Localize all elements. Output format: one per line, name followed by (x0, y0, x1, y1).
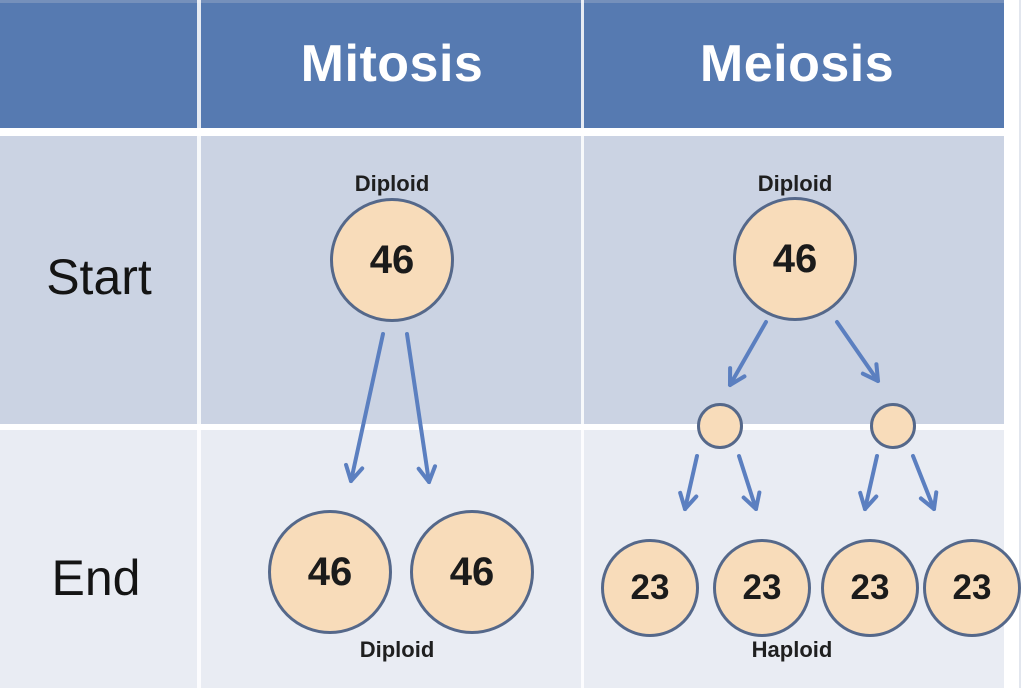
top-edge-line (0, 0, 1004, 3)
column-header-mitosis: Mitosis (300, 35, 484, 93)
mitosis-end-cell-2-count: 46 (449, 549, 495, 594)
meiosis-end-cell-2-count: 23 (742, 568, 782, 607)
row-label-start: Start (46, 249, 152, 305)
mitosis-end-cell-1-count: 46 (307, 549, 353, 594)
meiosis-intermediate-cell-1 (697, 403, 743, 449)
mitosis-start-cell-count: 46 (369, 237, 415, 282)
meiosis-end-ploidy-label: Haploid (751, 637, 833, 662)
meiosis-end-cell-3: 23 (821, 539, 919, 637)
meiosis-end-cell-4-count: 23 (952, 568, 992, 607)
mitosis-end-ploidy-label: Diploid (359, 637, 435, 662)
mitosis-start-ploidy-label: Diploid (354, 171, 430, 196)
mitosis-start-cell: 46 (330, 198, 454, 322)
row-label-end: End (51, 550, 141, 606)
meiosis-intermediate-cell-2 (870, 403, 916, 449)
column-header-meiosis: Meiosis (699, 35, 895, 93)
meiosis-end-cell-2: 23 (713, 539, 811, 637)
table-header-band (0, 0, 1004, 128)
mitosis-end-cell-1: 46 (268, 510, 392, 634)
column-divider-1 (197, 0, 201, 688)
meiosis-end-cell-4: 23 (923, 539, 1021, 637)
meiosis-end-cell-3-count: 23 (850, 568, 890, 607)
right-margin-line (1019, 0, 1021, 688)
meiosis-start-cell: 46 (733, 197, 857, 321)
column-divider-2 (581, 0, 584, 688)
meiosis-start-cell-count: 46 (772, 236, 818, 281)
meiosis-start-ploidy-label: Diploid (757, 171, 833, 196)
meiosis-end-cell-1: 23 (601, 539, 699, 637)
meiosis-end-cell-1-count: 23 (630, 568, 670, 607)
mitosis-end-cell-2: 46 (410, 510, 534, 634)
